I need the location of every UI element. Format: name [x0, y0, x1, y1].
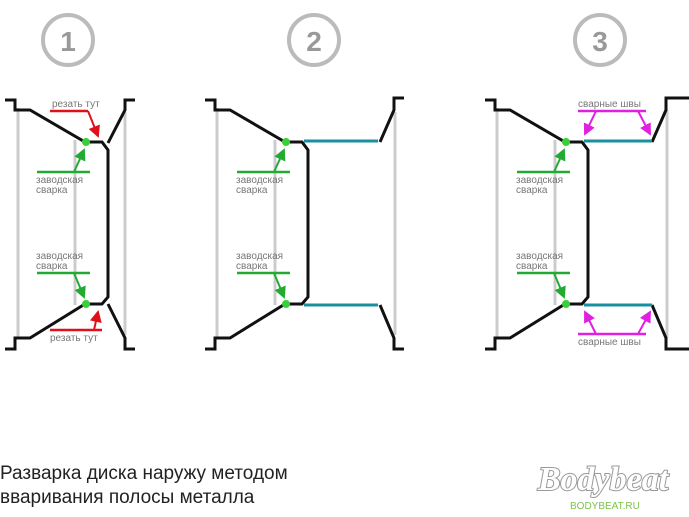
logo-text: Bodybeat: [537, 461, 670, 498]
factory-weld-arrow: [73, 272, 86, 299]
factory-weld-label: сварка: [516, 185, 548, 196]
factory-weld-arrow: [273, 148, 286, 173]
factory-weld-label: заводская: [36, 175, 83, 186]
step-1-number-badge: 1: [41, 13, 95, 67]
caption-line: вваривания полосы металла: [0, 487, 255, 508]
factory-weld-label: заводская: [36, 251, 83, 262]
weld-dot: [82, 300, 90, 308]
weld-dot: [562, 300, 570, 308]
weld-dot: [562, 138, 570, 146]
weld-dot: [282, 300, 290, 308]
step-2-number-badge: 2: [287, 13, 341, 67]
new-seam-arrow: [583, 110, 597, 136]
factory-weld-label: заводская: [516, 175, 563, 186]
factory-weld-label: сварка: [36, 261, 68, 272]
rim-outline: [485, 96, 689, 351]
cut-label: резать тут: [50, 333, 98, 344]
step-3-number-badge: 3: [573, 13, 627, 67]
cut-arrow: [89, 310, 102, 331]
factory-weld-label: заводская: [236, 251, 283, 262]
cut-arrow: [87, 110, 100, 138]
factory-weld-label: сварка: [236, 261, 268, 272]
cut-label: резать тут: [52, 99, 100, 110]
step-1: 1 резать тут заводская сварка заводская …: [5, 13, 135, 351]
factory-weld-label: заводская: [236, 175, 283, 186]
step-number: 3: [592, 26, 608, 57]
new-seam-arrow: [637, 110, 651, 136]
rim-outline: [205, 96, 404, 351]
step-number: 1: [60, 26, 76, 57]
factory-weld-label: сварка: [516, 261, 548, 272]
step-3: 3 сварные швы заводская сварка заводская…: [485, 13, 689, 351]
step-2: 2 заводская сварка заводская сварка: [205, 13, 404, 351]
diagram-caption: Разварка диска наружу методом вваривания…: [0, 462, 288, 510]
site-link[interactable]: BODYBEAT.RU: [570, 501, 640, 512]
factory-weld-arrow: [553, 148, 566, 173]
factory-weld-arrow: [273, 272, 286, 299]
new-seam-arrow: [637, 310, 651, 335]
factory-weld-arrow: [73, 148, 86, 173]
bodybeat-logo: Bodybeat: [536, 460, 671, 499]
factory-weld-label: сварка: [236, 185, 268, 196]
new-seam-label: сварные швы: [578, 99, 641, 110]
factory-weld-label: сварка: [36, 185, 68, 196]
new-seam-label: сварные швы: [578, 337, 641, 348]
weld-dot: [82, 138, 90, 146]
factory-weld-arrow: [553, 272, 566, 299]
weld-dot: [282, 138, 290, 146]
caption-line: Разварка диска наружу методом: [0, 463, 288, 484]
new-seam-arrow: [584, 310, 597, 335]
factory-weld-label: заводская: [516, 251, 563, 262]
rim-outline: [5, 98, 135, 351]
step-number: 2: [306, 26, 322, 57]
